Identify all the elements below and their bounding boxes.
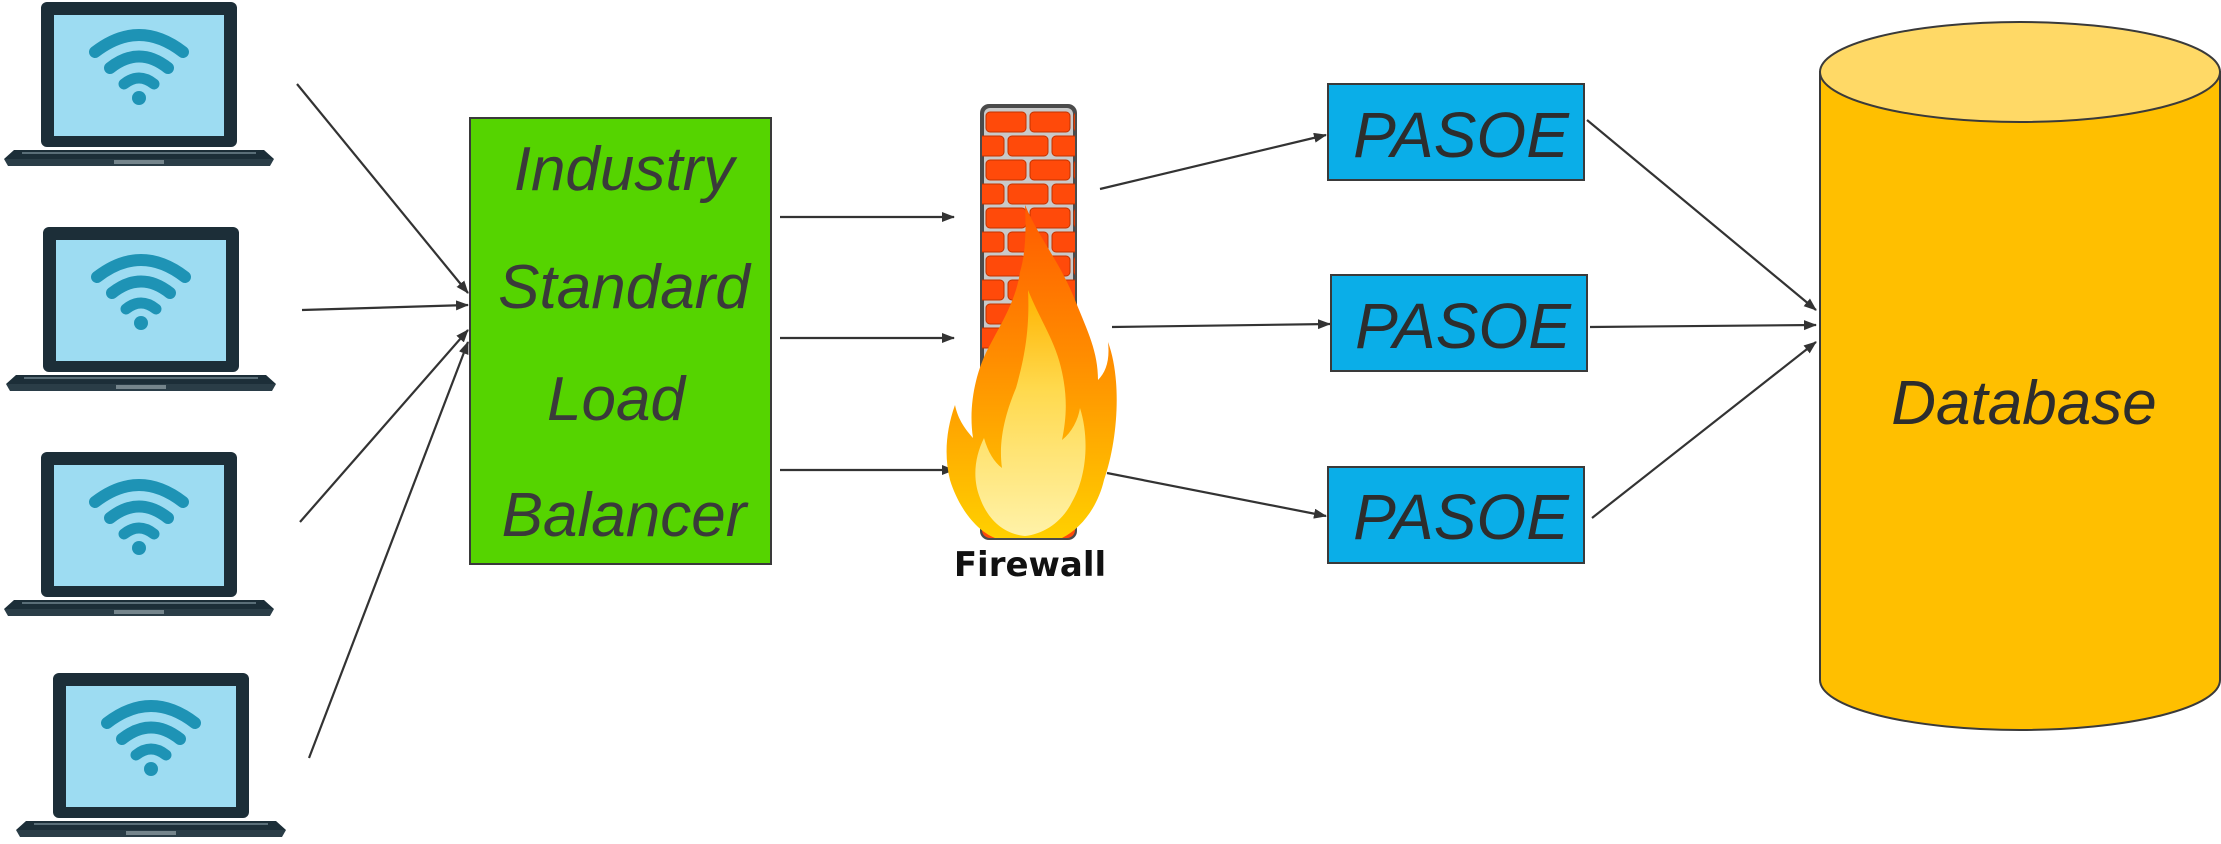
firewall-brick: [985, 159, 1027, 181]
firewall-brick: [982, 231, 1005, 253]
database-top: [1819, 21, 2221, 123]
firewall-brick: [982, 279, 1005, 301]
connection-arrows: [296, 83, 1817, 759]
pasoe-node-3: [1327, 466, 1585, 564]
laptop-wifi-icon: [4, 452, 274, 616]
firewall-icon: Firewall: [946, 104, 1117, 585]
pasoe-label: PASOE: [1353, 481, 1570, 553]
load-balancer-line: Standard: [498, 253, 752, 322]
firewall-brick: [1073, 255, 1075, 277]
client-laptops: [4, 2, 286, 837]
firewall-brick: [985, 207, 1027, 229]
load-balancer-line: Load: [547, 365, 687, 434]
firewall-brick: [1007, 183, 1049, 205]
arrow-firewall-to-pasoe-1: [1099, 132, 1327, 191]
arrow-pasoe2-to-db: [1589, 320, 1817, 331]
firewall-brick: [1051, 231, 1075, 253]
pasoe-node-1: [1327, 83, 1585, 181]
pasoe-nodes: PASOE PASOE PASOE: [1327, 83, 1588, 564]
firewall-brick: [1073, 207, 1075, 229]
database-cylinder: Database: [1819, 21, 2221, 731]
laptop-wifi-icon: [4, 2, 274, 166]
arrow-pasoe1-to-db: [1586, 119, 1817, 311]
arrow-pasoe3-to-db: [1591, 341, 1817, 519]
pasoe-label: PASOE: [1353, 99, 1570, 171]
firewall-brick: [985, 111, 1027, 133]
laptop-wifi-icon: [16, 673, 286, 837]
load-balancer-rect: [469, 117, 772, 565]
firewall-brick: [1073, 159, 1075, 181]
load-balancer-box: Industry Standard Load Balancer: [469, 117, 772, 565]
firewall-brick: [1029, 207, 1071, 229]
arrow-client1-to-lb: [296, 83, 469, 294]
firewall-brick: [1029, 159, 1071, 181]
arrow-firewall-to-pasoe-3: [1106, 471, 1327, 519]
arrow-firewall-to-pasoe-2: [1111, 319, 1331, 330]
firewall-brick: [1073, 111, 1075, 133]
pasoe-node-2: [1330, 274, 1588, 372]
arrow-client3-to-lb: [299, 329, 469, 523]
firewall-brick: [982, 135, 1005, 157]
database-label: Database: [1891, 369, 2156, 438]
firewall-brick: [982, 183, 1005, 205]
firewall-brick: [1051, 183, 1075, 205]
firewall-label: Firewall: [954, 545, 1106, 585]
load-balancer-line: Balancer: [502, 481, 749, 550]
firewall-brick: [1051, 135, 1075, 157]
laptop-wifi-icon: [6, 227, 276, 391]
arrow-client4-to-lb: [307, 341, 470, 759]
load-balancer-line: Industry: [514, 135, 739, 204]
firewall-brick: [1007, 135, 1049, 157]
arrow-client2-to-lb: [301, 300, 469, 312]
firewall-brick: [1029, 111, 1071, 133]
pasoe-label: PASOE: [1355, 290, 1572, 362]
